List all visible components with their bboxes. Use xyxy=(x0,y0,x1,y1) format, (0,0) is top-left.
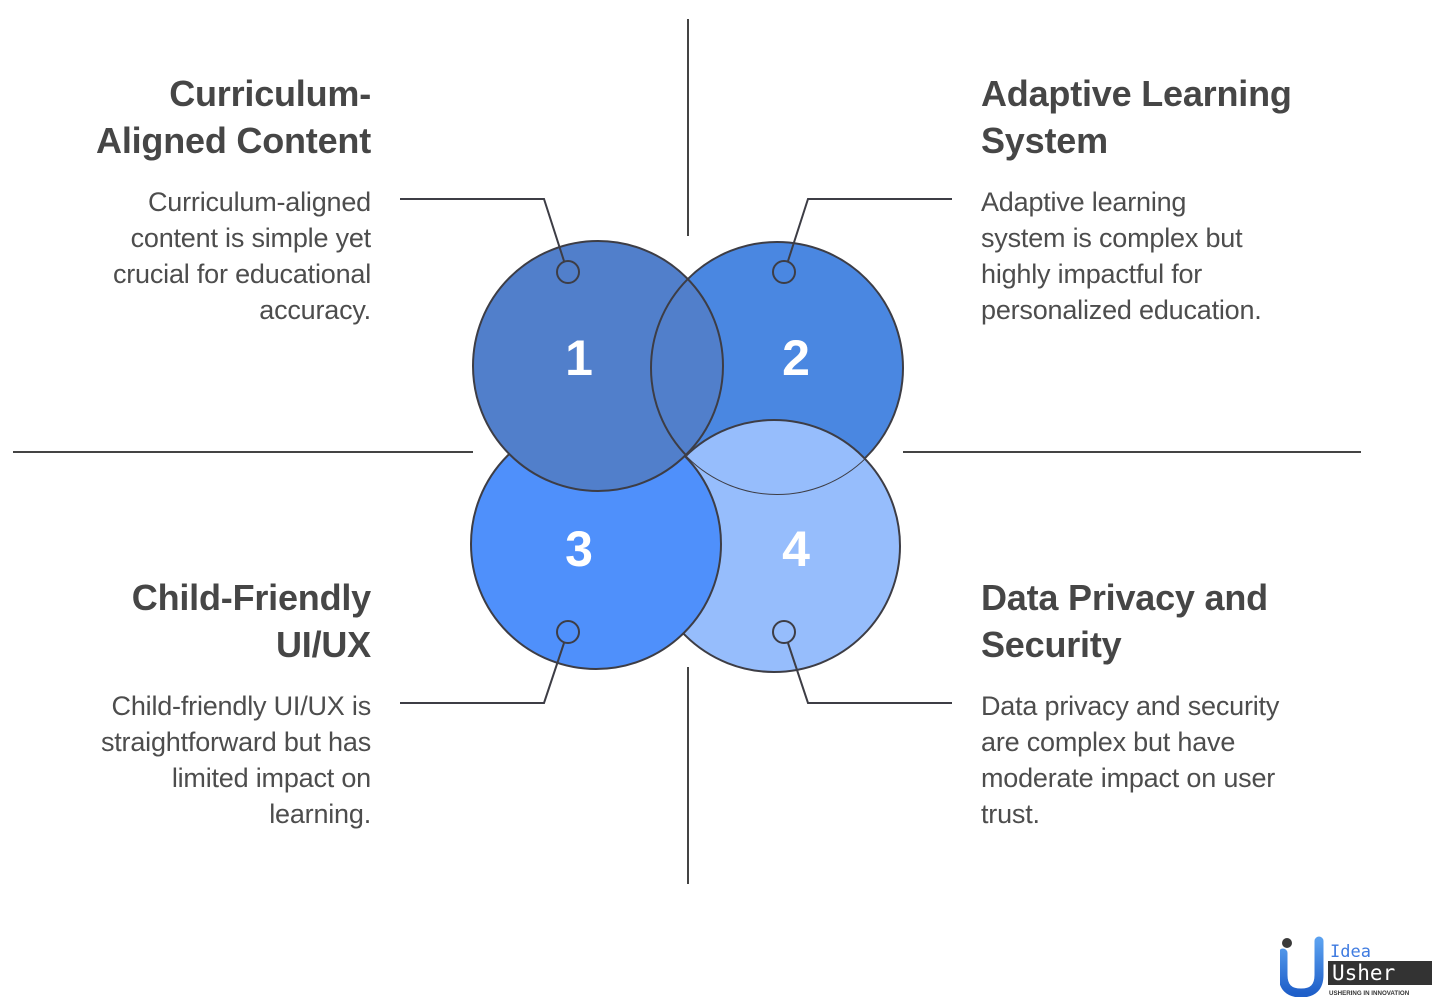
connector-2-dot xyxy=(772,260,796,284)
item-child-friendly-ui-ux: Child-Friendly UI/UX Child-friendly UI/U… xyxy=(101,574,371,832)
title-line: Data Privacy and xyxy=(981,577,1268,618)
title-line: Curriculum- xyxy=(169,73,371,114)
logo-u-icon xyxy=(1280,936,1324,997)
number-4: 4 xyxy=(782,521,810,577)
desc-line: Child-friendly UI/UX is xyxy=(111,691,372,721)
logo-word-usher-bg xyxy=(1328,961,1432,985)
desc-line: system is complex but xyxy=(981,223,1243,253)
desc-line: Curriculum-aligned xyxy=(148,187,371,217)
logo-tagline: USHERING IN INNOVATION xyxy=(1329,990,1410,997)
connector-4 xyxy=(787,642,952,704)
connector-4-dot xyxy=(772,620,796,644)
circles xyxy=(470,240,904,673)
axis-lines xyxy=(13,19,1361,884)
number-2: 2 xyxy=(782,330,810,386)
desc-line: straightforward but has xyxy=(100,727,371,757)
desc-line: Adaptive learning xyxy=(981,187,1187,217)
title-line: Aligned Content xyxy=(96,120,371,161)
desc-line: highly impactful for xyxy=(981,259,1203,289)
circle-numbers: 1 2 3 4 xyxy=(565,330,810,577)
title-line: Child-Friendly xyxy=(131,577,371,618)
desc-line: limited impact on xyxy=(171,763,371,793)
item-title: Adaptive Learning System xyxy=(981,70,1292,164)
title-line: System xyxy=(981,120,1108,161)
desc-line: are complex but have xyxy=(981,727,1236,757)
desc-line: personalized education. xyxy=(981,295,1262,325)
item-description: Adaptive learning system is complex but … xyxy=(981,184,1292,328)
desc-line: content is simple yet xyxy=(130,223,372,253)
logo-word-usher: Usher xyxy=(1332,961,1395,985)
item-title: Data Privacy and Security xyxy=(981,574,1279,668)
item-description: Child-friendly UI/UX is straightforward … xyxy=(101,688,371,832)
title-line: Adaptive Learning xyxy=(981,73,1292,114)
item-data-privacy-and-security: Data Privacy and Security Data privacy a… xyxy=(981,574,1279,832)
item-title: Curriculum- Aligned Content xyxy=(96,70,371,164)
logo-dot-icon xyxy=(1282,938,1292,948)
circle-4-edge xyxy=(651,419,901,494)
connector-1 xyxy=(400,198,565,262)
circle-1[interactable] xyxy=(472,240,724,492)
connector-1-dot xyxy=(556,260,580,284)
logo-word-idea: Idea xyxy=(1330,942,1371,962)
circle-2-edge xyxy=(650,241,723,491)
desc-line: accuracy. xyxy=(259,295,371,325)
item-title: Child-Friendly UI/UX xyxy=(101,574,371,668)
item-curriculum-aligned-content: Curriculum- Aligned Content Curriculum-a… xyxy=(96,70,371,328)
item-description: Data privacy and security are complex bu… xyxy=(981,688,1279,832)
desc-line: moderate impact on user xyxy=(981,763,1276,793)
connector-3-dot xyxy=(556,620,580,644)
connector-2 xyxy=(787,198,952,262)
number-1: 1 xyxy=(565,330,593,386)
desc-line: trust. xyxy=(981,799,1040,829)
item-adaptive-learning-system: Adaptive Learning System Adaptive learni… xyxy=(981,70,1292,328)
desc-line: Data privacy and security xyxy=(981,691,1280,721)
connectors xyxy=(400,198,952,704)
idea-usher-logo: Idea Usher USHERING IN INNOVATION xyxy=(1280,936,1432,997)
title-line: UI/UX xyxy=(275,624,371,665)
item-description: Curriculum-aligned content is simple yet… xyxy=(96,184,371,328)
desc-line: learning. xyxy=(269,799,371,829)
number-3: 3 xyxy=(565,521,593,577)
desc-line: crucial for educational xyxy=(112,259,371,289)
connector-3 xyxy=(400,642,565,704)
title-line: Security xyxy=(981,624,1122,665)
